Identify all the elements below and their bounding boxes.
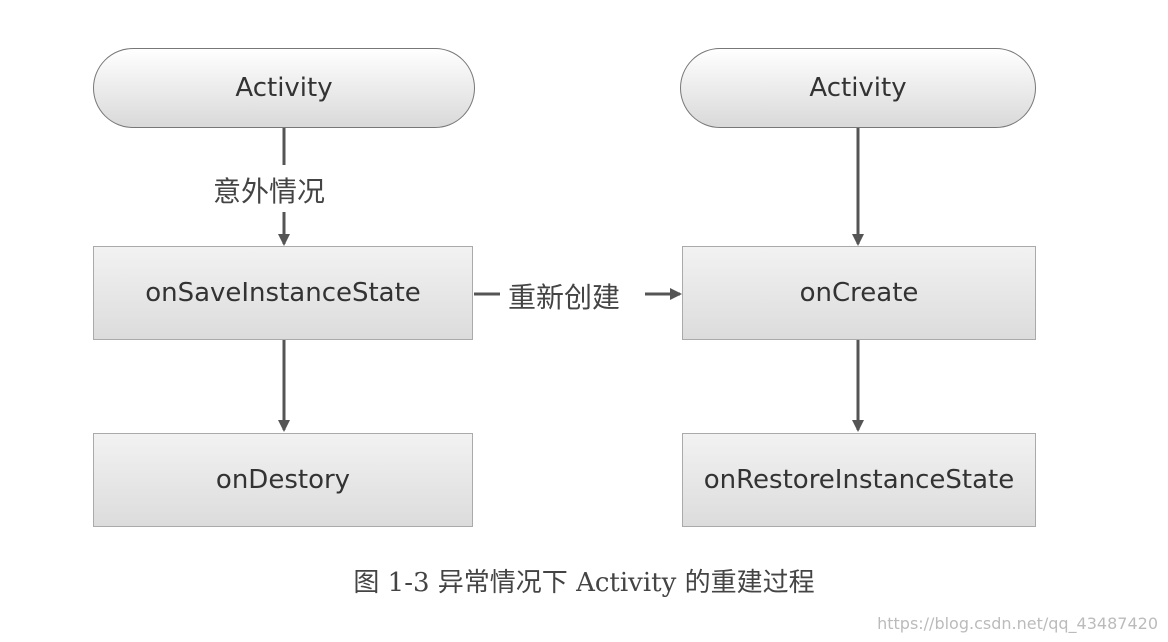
on-destory-label: onDestory: [215, 465, 351, 495]
on-create-label: onCreate: [799, 278, 919, 308]
left-activity-label: Activity: [235, 73, 333, 103]
watermark: https://blog.csdn.net/qq_43487420: [877, 614, 1158, 633]
on-create-node: onCreate: [682, 246, 1036, 340]
right-activity-node: Activity: [680, 48, 1036, 128]
left-activity-node: Activity: [93, 48, 475, 128]
figure-caption: 图 1-3 异常情况下 Activity 的重建过程: [353, 568, 815, 598]
right-activity-label: Activity: [809, 73, 907, 103]
edge-label-unexpected: 意外情况: [213, 170, 326, 210]
edge-label-recreate: 重新创建: [508, 276, 621, 316]
on-restore-instance-state-node: onRestoreInstanceState: [682, 433, 1036, 527]
on-destory-node: onDestory: [93, 433, 473, 527]
on-save-instance-state-label: onSaveInstanceState: [145, 278, 421, 308]
on-save-instance-state-node: onSaveInstanceState: [93, 246, 473, 340]
on-restore-instance-state-label: onRestoreInstanceState: [703, 465, 1015, 495]
